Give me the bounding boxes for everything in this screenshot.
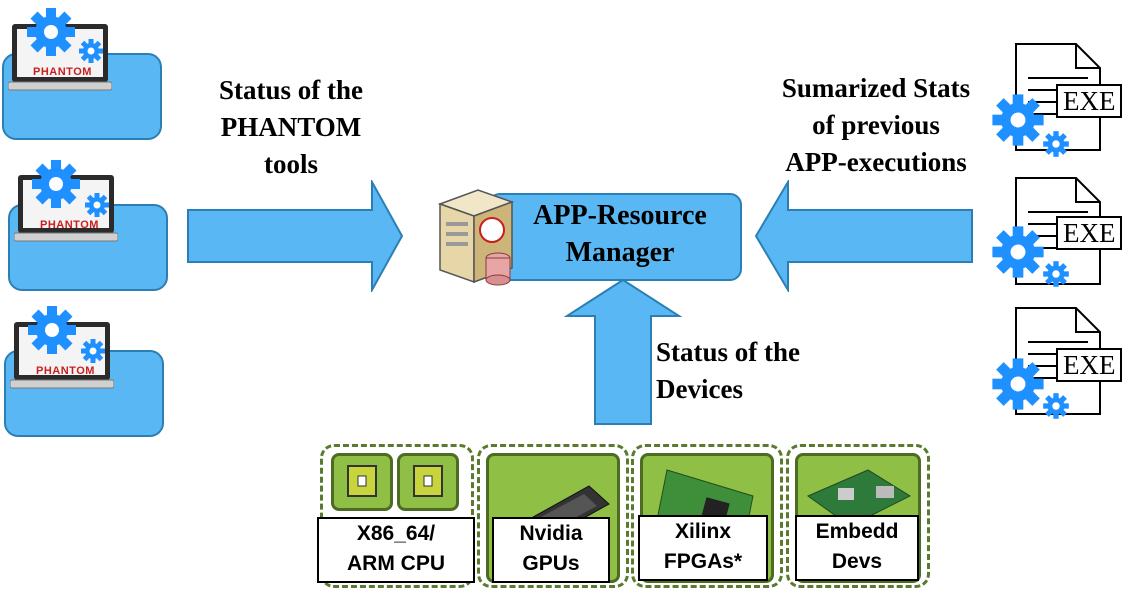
gear-icon bbox=[1040, 128, 1072, 160]
device-label-fpga: Xilinx FPGAs* bbox=[638, 515, 768, 581]
gear-icon bbox=[1040, 390, 1072, 422]
laptop-brand-3: PHANTOM bbox=[36, 365, 95, 377]
device-group-embedded: Embedd Devs bbox=[786, 444, 930, 588]
device-group-fpga: Xilinx FPGAs* bbox=[631, 444, 783, 588]
gear-icon bbox=[1040, 258, 1072, 290]
cpu-chip-icon bbox=[397, 453, 459, 511]
device-group-cpu: X86_64/ ARM CPU bbox=[317, 444, 475, 588]
device-label-embedded: Embedd Devs bbox=[795, 515, 919, 581]
gear-icon bbox=[78, 336, 108, 366]
arrow-left-to-manager bbox=[752, 180, 974, 292]
cpu-chip-icon bbox=[331, 453, 393, 511]
device-label-gpu: Nvidia GPUs bbox=[492, 517, 610, 583]
gear-icon bbox=[76, 36, 106, 66]
device-label-cpu: X86_64/ ARM CPU bbox=[317, 517, 475, 583]
gear-icon bbox=[21, 2, 81, 62]
exe-label: EXE bbox=[1056, 348, 1123, 382]
gear-icon bbox=[22, 300, 82, 360]
exe-label: EXE bbox=[1056, 84, 1123, 118]
gear-icon bbox=[26, 154, 86, 214]
exe-label: EXE bbox=[1056, 216, 1123, 250]
gear-icon bbox=[82, 190, 112, 220]
server-icon bbox=[428, 182, 518, 292]
arrow-up-to-manager bbox=[563, 278, 683, 426]
laptop-brand-1: PHANTOM bbox=[33, 66, 92, 78]
arrow-right-to-manager bbox=[186, 180, 406, 292]
status-tools-label: Status of the PHANTOM tools bbox=[218, 75, 363, 179]
device-group-gpu: Nvidia GPUs bbox=[477, 444, 629, 588]
manager-label: APP-Resource Manager bbox=[533, 200, 707, 268]
status-devices-label: Status of the Devices bbox=[656, 337, 801, 404]
manager-box bbox=[488, 193, 742, 281]
laptop-brand-2: PHANTOM bbox=[40, 219, 99, 231]
summarized-stats-label: Sumarized Stats of previous APP-executio… bbox=[781, 73, 971, 177]
